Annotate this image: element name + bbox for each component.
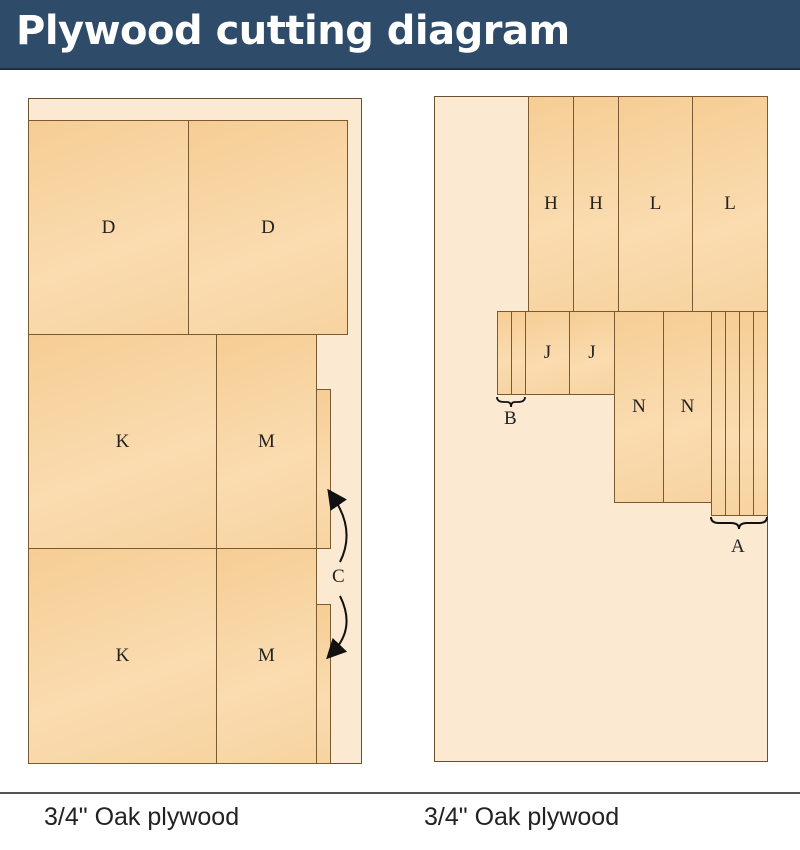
callout-c: C [332,566,345,587]
piece-l: L [692,96,768,312]
callout-a: A [731,536,745,557]
sheet-caption-right: 3/4" Oak plywood [424,803,620,831]
brace-a-icon [710,516,768,530]
piece-n: N [663,311,712,503]
piece-m: M [216,548,317,764]
piece-a-strip [753,311,768,516]
piece-m: M [216,334,317,549]
piece-h: H [528,96,574,312]
diagram-title: Plywood cutting diagram [16,8,570,54]
piece-k: K [28,334,217,549]
piece-c-strip [316,389,331,549]
piece-d: D [28,120,189,335]
arrow-icon [327,488,348,563]
title-bar: Plywood cutting diagram [0,0,800,70]
sheet-caption-left: 3/4" Oak plywood [44,803,240,831]
piece-d: D [188,120,348,335]
callout-b: B [504,408,517,429]
arrow-icon [326,595,348,660]
brace-b-icon [496,396,526,408]
piece-k: K [28,548,217,764]
divider-line [0,792,800,794]
piece-j: J [525,311,570,395]
piece-j: J [569,311,615,395]
piece-n: N [614,311,664,503]
